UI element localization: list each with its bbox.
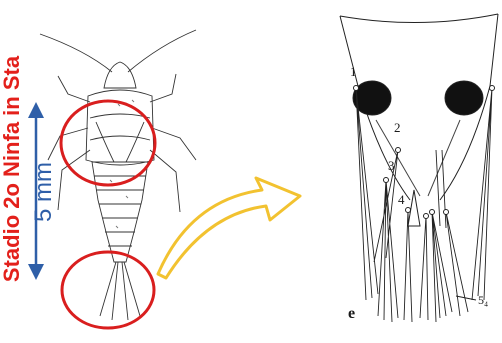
seta-label-3: 3 <box>388 158 395 173</box>
tail-detail-drawing <box>340 14 498 322</box>
thorax-highlight-circle <box>61 101 155 185</box>
insect-abdomen <box>92 162 148 262</box>
insect-head <box>104 62 136 88</box>
left-antenna <box>40 34 112 72</box>
zoom-arrow <box>158 178 300 278</box>
seta-label-5: 5₄ <box>478 293 488 307</box>
insect-legs <box>48 74 196 212</box>
seta-label-4: 4 <box>398 192 405 207</box>
seta-label-2: 2 <box>394 120 401 135</box>
right-antenna <box>128 30 196 72</box>
insect-cerci <box>100 262 140 320</box>
segment-outline <box>340 14 498 23</box>
setae <box>356 88 492 322</box>
side-title: Stadio 2o Ninfa in Sta <box>0 56 25 282</box>
right-dark-spot <box>445 81 483 115</box>
seta-label-1: 1 <box>350 64 357 79</box>
scale-bar-label: 5 mm <box>30 162 58 222</box>
panel-letter: e <box>348 305 355 322</box>
